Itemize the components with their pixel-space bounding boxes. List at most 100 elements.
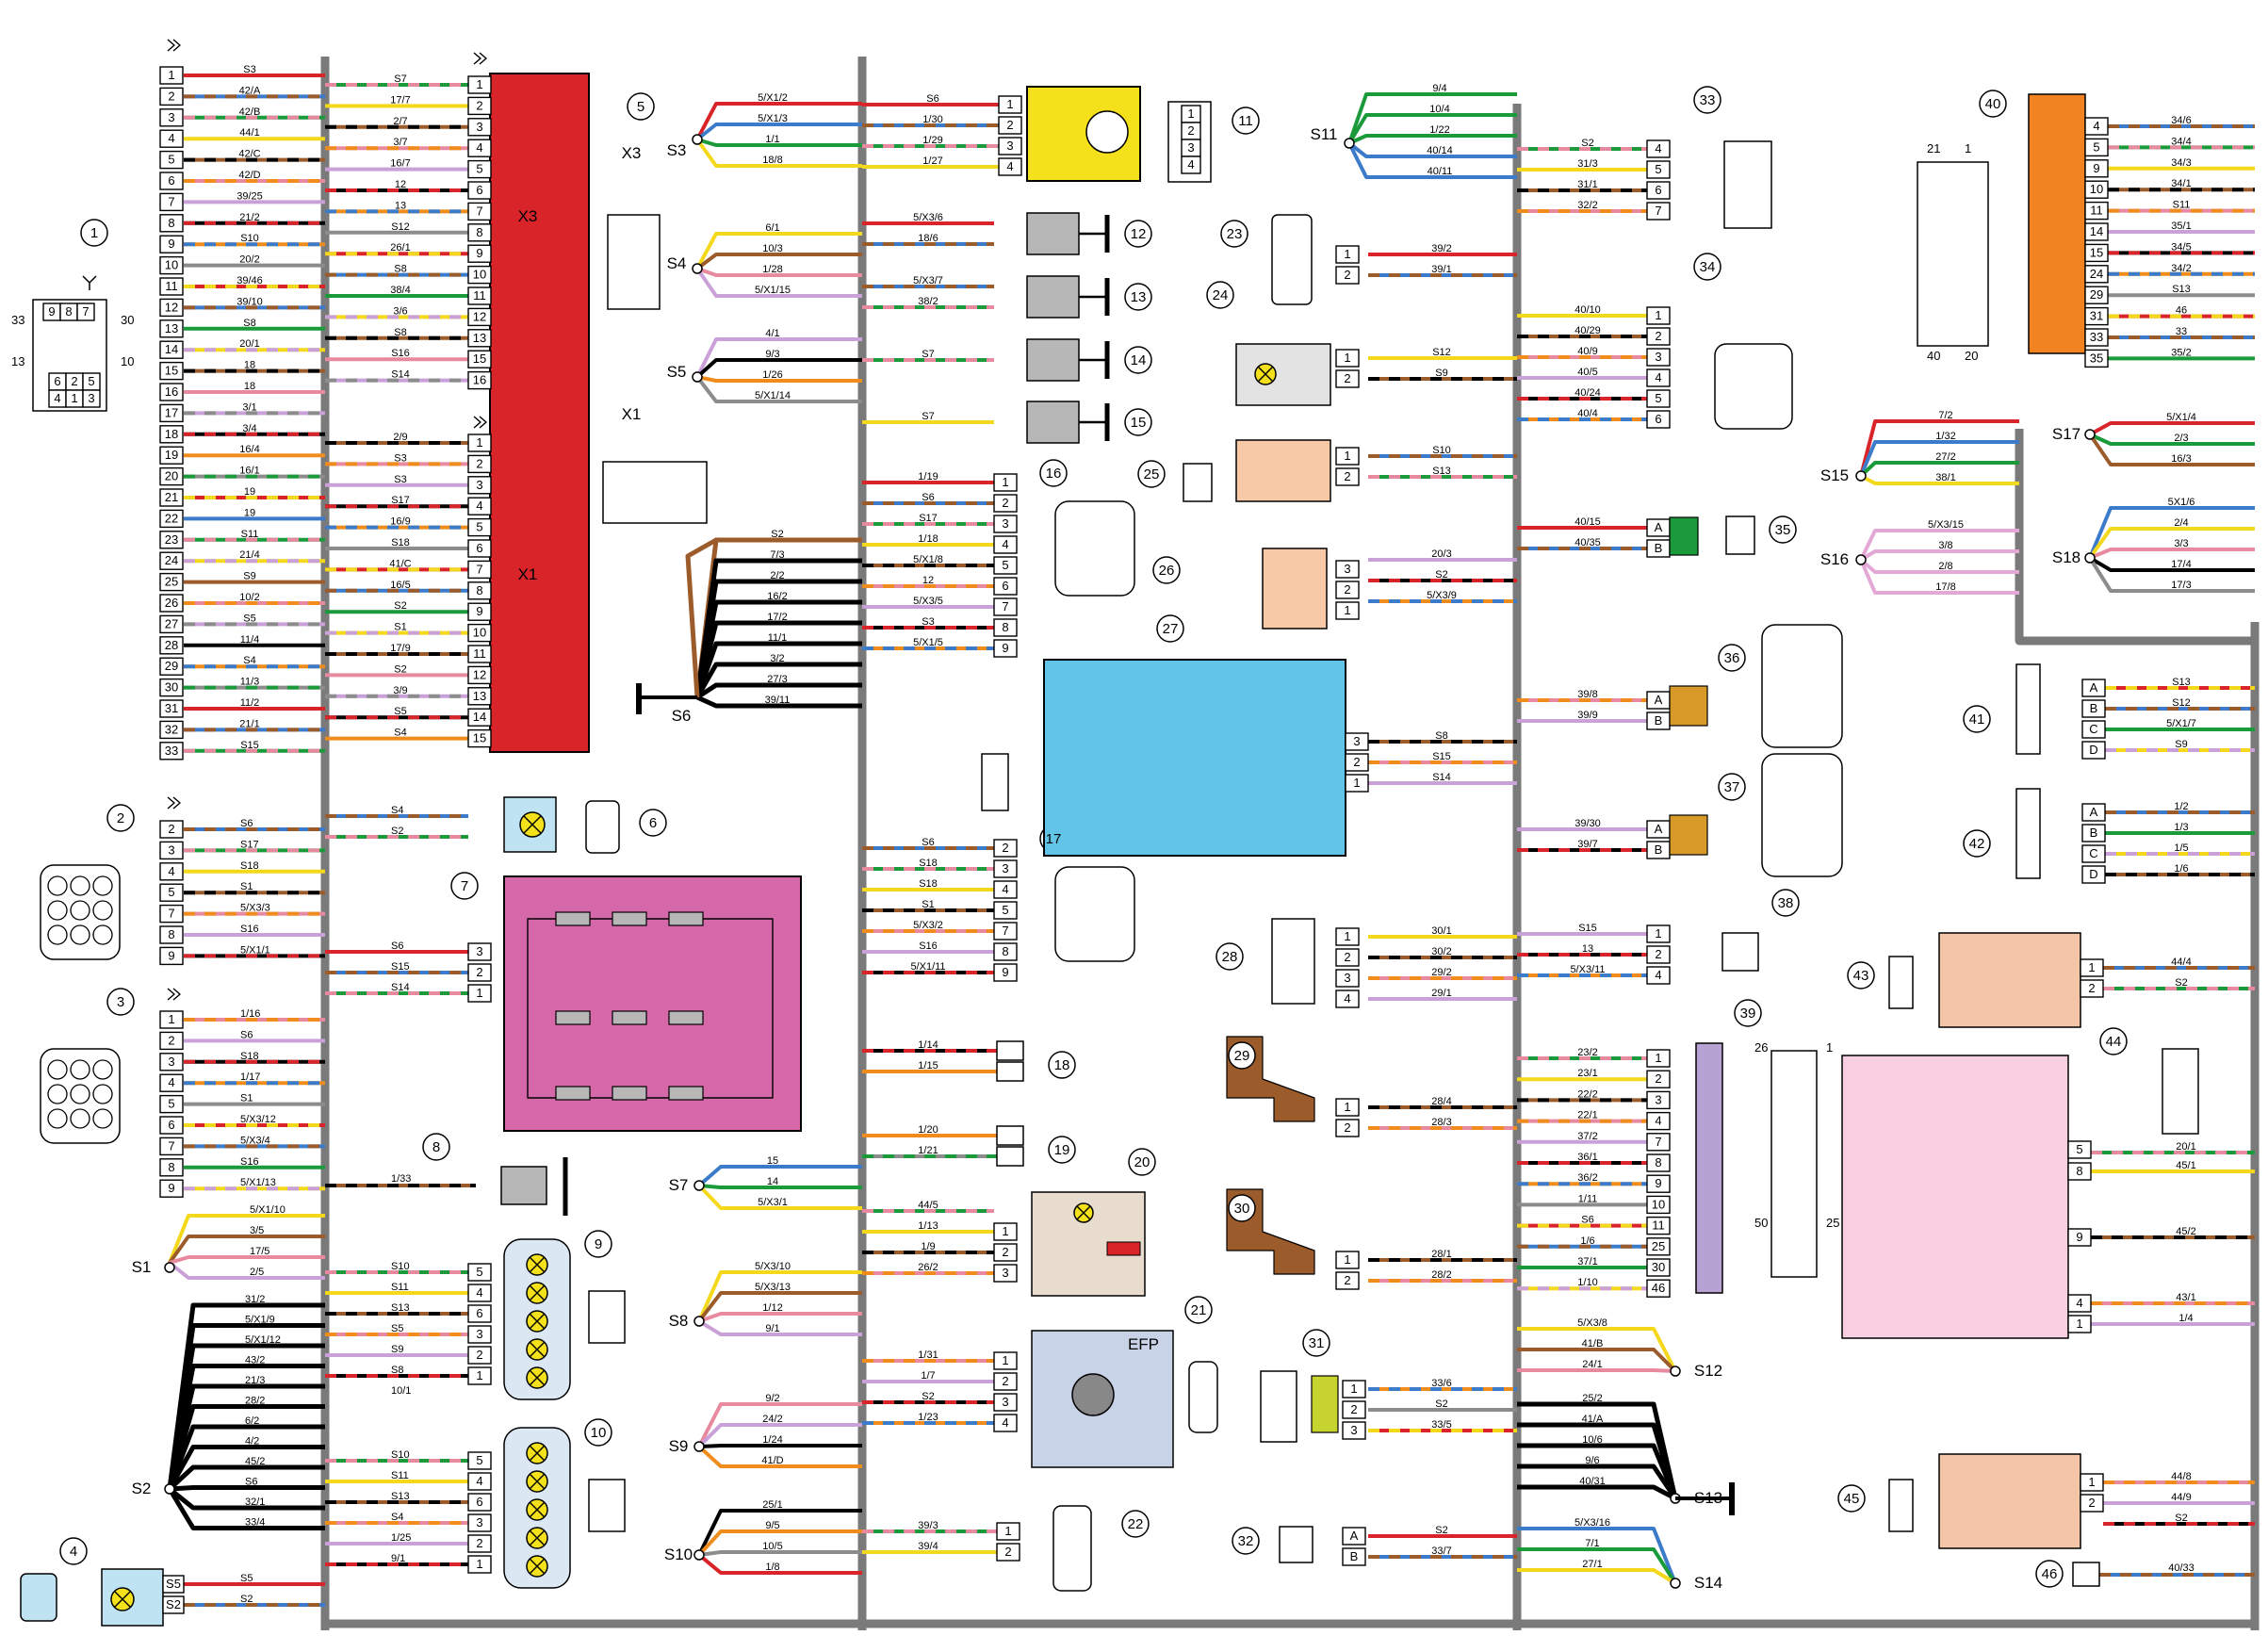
conn1-pin (159, 572, 184, 592)
comp21-pin (993, 1393, 1018, 1412)
s2-splice-node (164, 1483, 175, 1495)
comp5-pin (998, 157, 1022, 176)
conn1-wire-label: 42/A (239, 85, 261, 96)
comp39-pin-label: 8 (1655, 1155, 1661, 1169)
comp37_wires-pin-label: A (1655, 822, 1663, 836)
comp36_wires-pin-label: B (1655, 713, 1663, 728)
connector-8pin-socket (47, 1059, 68, 1080)
comp20-pin (993, 1264, 1018, 1283)
s18_wires-wire (2088, 527, 2255, 560)
s13_wires-label: 25/2 (1582, 1393, 1602, 1404)
comp10-pin-label: 1 (476, 1557, 482, 1571)
conn1-pin (159, 214, 184, 233)
s1-wire-label: 3/5 (250, 1225, 264, 1236)
comp39-pin-label: 7 (1655, 1135, 1661, 1149)
s5_wires-wire (695, 358, 862, 379)
comp9-pin (467, 1304, 492, 1323)
comp40-connector-body (1917, 161, 1989, 347)
s9_wires-label: 41/D (761, 1455, 783, 1466)
s18_wires-label: 5X1/6 (2168, 497, 2195, 508)
comp10-wire-label: S4 (391, 1512, 403, 1523)
comp23_wires-pin (1335, 266, 1360, 285)
comp35-block (1669, 516, 1699, 556)
conn1-pin (159, 108, 184, 127)
component-34: 34 (1700, 259, 1716, 275)
s5_wires-wire (695, 375, 862, 403)
conn1-body-pin-label: 4 (54, 391, 60, 405)
s18-label: S18 (2052, 548, 2080, 566)
conn2-wire-label: S17 (240, 839, 259, 850)
comp39-wire-label: 36/1 (1577, 1152, 1597, 1163)
comp40-wire-label: 34/4 (2171, 136, 2191, 147)
component-7: 7 (461, 878, 468, 894)
comp11-pin-label: 4 (1187, 157, 1194, 172)
conn2-pin (159, 820, 184, 839)
s6-wire-label: 27/3 (767, 674, 787, 685)
comp34-wire-label: 40/24 (1575, 387, 1601, 399)
comp13_wires-label: 38/2 (918, 296, 938, 307)
s4_wires-wire (695, 267, 862, 298)
conn1-pin-label: 5 (168, 153, 174, 167)
conn2-wire-label: S16 (240, 924, 259, 935)
s2-wire-label: 6/2 (245, 1415, 259, 1427)
conn1-pin (159, 172, 184, 190)
x3-pin (467, 307, 492, 327)
comp40-wire-label: S11 (2173, 200, 2191, 211)
comp7-resistor (555, 911, 591, 926)
comp34-pin (1646, 348, 1671, 367)
comp44-pin-label: 5 (2076, 1142, 2082, 1156)
x3-pin (467, 370, 492, 390)
conn3-wire-label: 1/16 (240, 1008, 260, 1020)
comp16-wire-label: 1/19 (918, 471, 938, 483)
s15_wires-label: 7/2 (1938, 410, 1952, 421)
comp21-wire-label: 1/7 (921, 1370, 935, 1382)
component-34-circle (1693, 253, 1721, 281)
s5_wires-wire (695, 337, 862, 378)
comp23_wires-pin-label: 2 (1344, 268, 1350, 282)
comp41-pin-label: B (2090, 701, 2098, 715)
comp40-pin (2084, 349, 2109, 368)
comp26-pin (1335, 560, 1360, 579)
comp10-wire-label: S13 (391, 1491, 410, 1502)
comp21-pin (993, 1372, 1018, 1391)
comp40-pin-label: 15 (2090, 245, 2103, 259)
s11-wire (1347, 92, 1517, 144)
conn3-wire-label: S18 (240, 1051, 259, 1062)
comp39-pin-25: 25 (1826, 1216, 1839, 1230)
conn1-body-pin-label: 6 (54, 374, 60, 388)
s16-label: S16 (1820, 550, 1849, 568)
x3-wire-label: S8 (394, 264, 406, 275)
x1-pin-label: 15 (473, 731, 486, 745)
comp9-number-circle (584, 1230, 612, 1258)
comp6-wire-label: S4 (391, 805, 403, 816)
conn3-pin (159, 1094, 184, 1114)
comp17-wire-label: S1 (922, 899, 934, 910)
comp8-wire-label: 1/33 (391, 1173, 411, 1185)
s18_wires-label: 3/3 (2174, 538, 2188, 549)
x1-pin-label: 1 (476, 435, 482, 450)
s11-wire (1347, 113, 1517, 145)
comp10-wire-label: 1/25 (391, 1532, 411, 1544)
conn1-wire-label: S4 (243, 655, 255, 666)
comp25-pin-label: 2 (1344, 469, 1350, 483)
comp22-pin-label: 2 (1004, 1545, 1011, 1559)
comp16-number: 16 (1046, 466, 1062, 482)
comp17-pin (993, 839, 1018, 858)
comp33-wire-label: 31/1 (1577, 179, 1597, 190)
comp9-pin-label: 4 (476, 1285, 482, 1300)
comp34-pin-label: 5 (1655, 391, 1661, 405)
comp44-wire-label: 45/1 (2176, 1160, 2195, 1171)
comp38-pin (1646, 945, 1671, 964)
conn2-wire-label: S1 (240, 881, 253, 892)
x1-pin-label: 11 (473, 646, 486, 661)
comp7-pin-label: 2 (476, 965, 482, 979)
comp9-wire-label: S11 (391, 1282, 409, 1293)
conn1-pin (159, 446, 184, 465)
comp9-wire-label: 10/1 (391, 1385, 411, 1397)
s17_wires-wire (2088, 433, 2255, 466)
x3-ref-label: X3 (622, 144, 642, 162)
x1-pin-label: 10 (473, 626, 486, 640)
component-37-circle (1718, 773, 1746, 801)
comp16-pin-label: 3 (1002, 516, 1008, 531)
comp21-wire-label: 1/23 (918, 1412, 938, 1423)
